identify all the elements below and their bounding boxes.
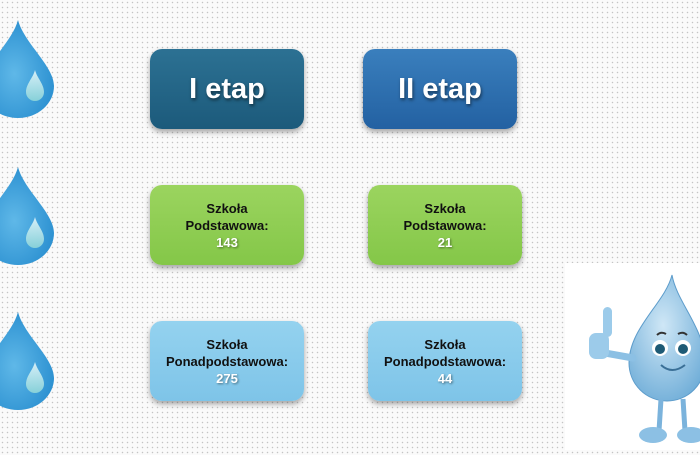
card-value: 44 <box>437 370 453 386</box>
water-drop-icon <box>0 312 54 410</box>
card-label: Szkoła <box>424 336 466 352</box>
water-drop-icon <box>0 167 54 265</box>
card-label: Szkoła <box>206 200 248 216</box>
card-label: Podstawowa: <box>403 217 487 233</box>
card-label: Ponadpodstawowa: <box>165 353 289 369</box>
water-drop-mascot-image <box>565 263 700 450</box>
card-label: Ponadpodstawowa: <box>383 353 507 369</box>
card-label: Szkoła <box>424 200 466 216</box>
card-value: 21 <box>437 234 453 250</box>
card-label: Podstawowa: <box>185 217 269 233</box>
stage-2-header: II etap <box>363 49 517 129</box>
stage2-primary-school-card: Szkoła Podstawowa: 21 <box>368 185 522 265</box>
water-drop-icon <box>0 20 54 118</box>
stage-1-label: I etap <box>189 72 265 105</box>
stage-2-label: II etap <box>398 72 482 105</box>
stage1-primary-school-card: Szkoła Podstawowa: 143 <box>150 185 304 265</box>
stage-1-header: I etap <box>150 49 304 129</box>
stage1-secondary-school-card: Szkoła Ponadpodstawowa: 275 <box>150 321 304 401</box>
card-value: 275 <box>216 370 238 386</box>
stage2-secondary-school-card: Szkoła Ponadpodstawowa: 44 <box>368 321 522 401</box>
thumbs-up-drop-icon <box>589 274 700 443</box>
card-value: 143 <box>216 234 238 250</box>
card-label: Szkoła <box>206 336 248 352</box>
